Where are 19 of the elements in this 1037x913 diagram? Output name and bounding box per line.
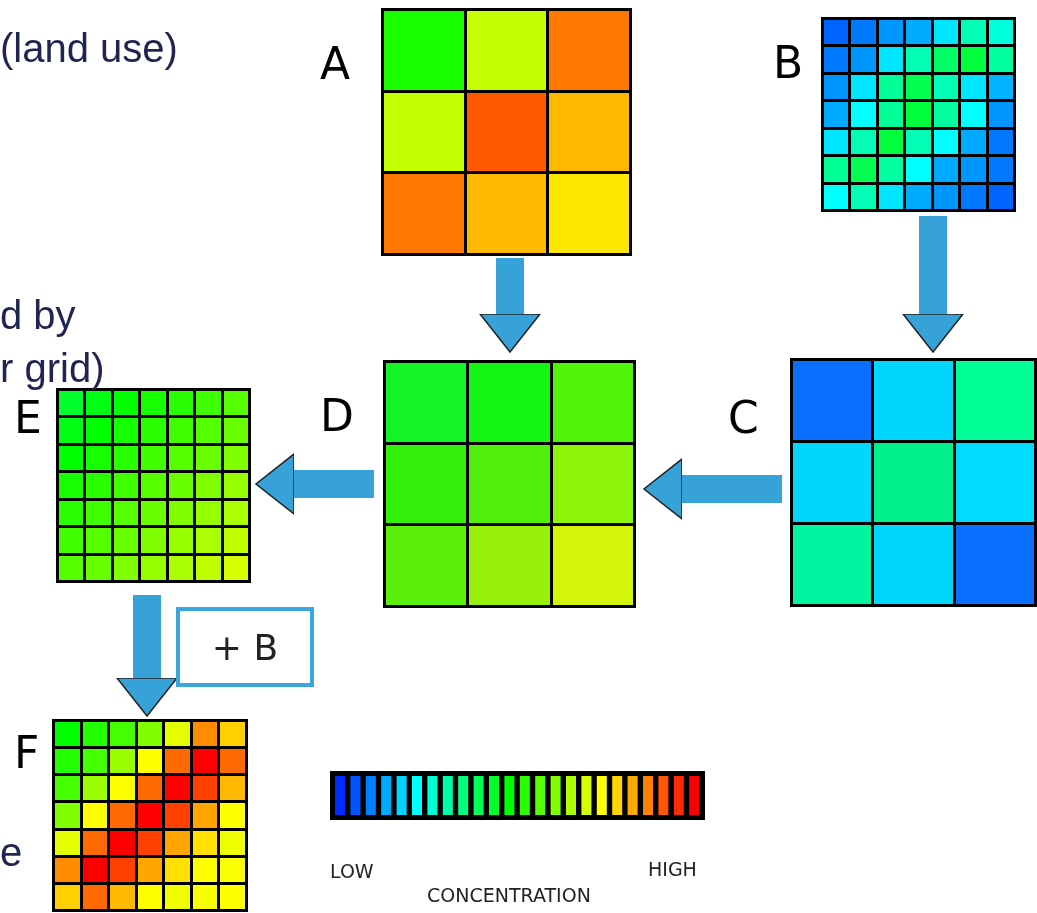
- scale-label: CONCENTRATION: [427, 886, 591, 905]
- text-fragment: e: [0, 832, 23, 872]
- block-arrow: [255, 453, 374, 515]
- panel-letter: E: [14, 396, 42, 440]
- panel-letter: D: [320, 394, 354, 438]
- block-arrow: [643, 458, 782, 520]
- text-fragment: (land use): [0, 28, 178, 68]
- text-fragment: r grid): [0, 348, 105, 388]
- panel-letter: F: [14, 731, 40, 775]
- block-arrow: [116, 595, 178, 717]
- block-arrow: [479, 258, 541, 353]
- text-fragment: d by: [0, 295, 76, 335]
- text-box: + B: [176, 607, 314, 687]
- panel-letter: C: [728, 396, 759, 440]
- scale-label: LOW: [330, 862, 374, 881]
- panel-letter: B: [773, 41, 804, 85]
- scale-label: HIGH: [648, 860, 697, 879]
- block-arrow: [902, 216, 964, 353]
- panel-letter: A: [320, 42, 351, 86]
